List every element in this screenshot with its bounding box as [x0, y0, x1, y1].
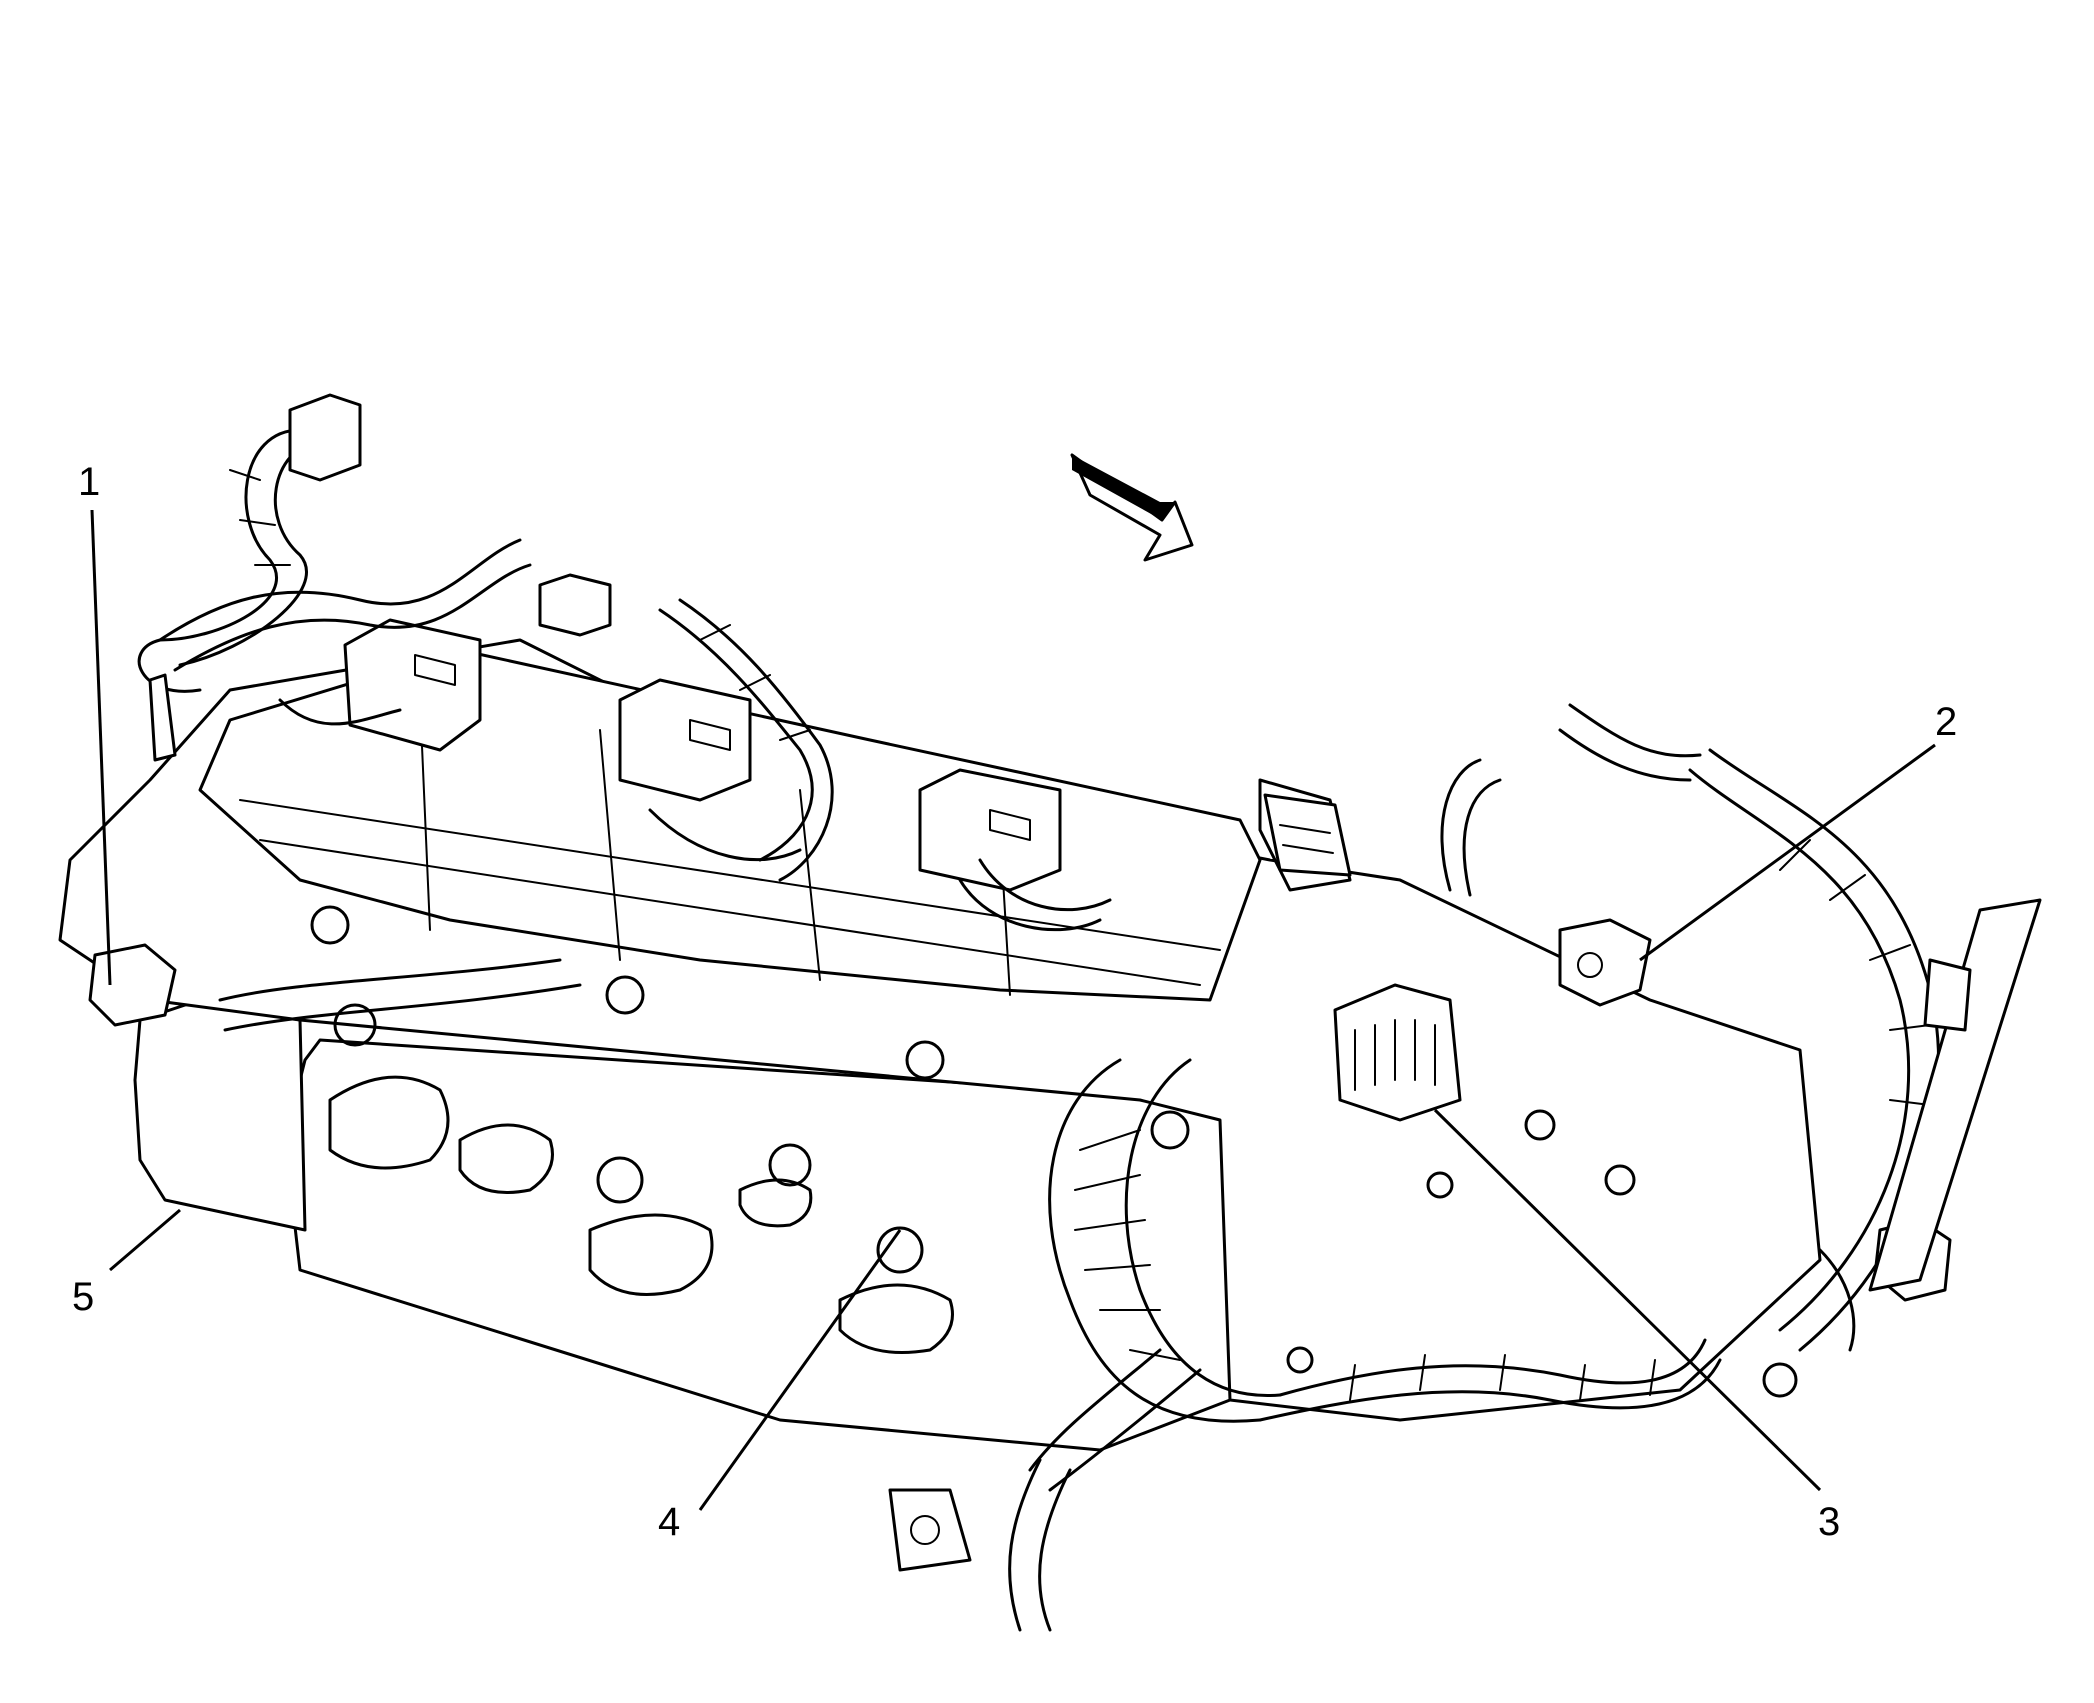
callout-2-leader: [1639, 743, 1936, 962]
callout-1-leader: [90, 509, 112, 986]
callout-5-leader: [109, 1208, 181, 1272]
bolts: [310, 905, 1798, 1398]
direction-arrow-icon: [1070, 453, 1194, 562]
brackets: [888, 898, 2042, 1572]
callout-4-leader: [698, 1229, 902, 1511]
callout-5-label: 5: [72, 1275, 94, 1319]
callout-3-leader: [1433, 1108, 1822, 1492]
callout-labels: 1 2 3 4 5: [72, 460, 1957, 1544]
callout-1-label: 1: [78, 460, 100, 504]
cylinder-head: [58, 638, 1822, 1452]
callout-4-label: 4: [658, 1500, 680, 1544]
harness-connectors: [88, 393, 1952, 1302]
callout-3-label: 3: [1818, 1500, 1840, 1544]
exhaust-ports: [328, 1003, 954, 1354]
callout-leaders: [90, 509, 1936, 1511]
callout-2-label: 2: [1935, 700, 1957, 744]
